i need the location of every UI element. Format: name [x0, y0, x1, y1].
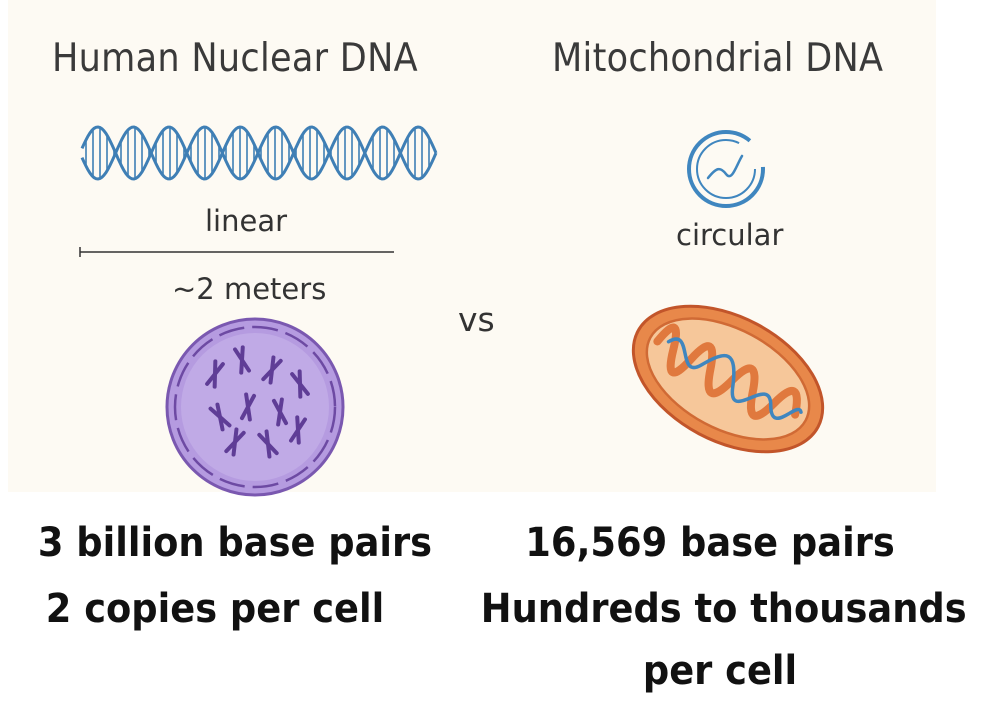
vs-label: vs [458, 300, 495, 339]
nucleus-icon [165, 317, 345, 497]
length-label: ~2 meters [172, 272, 327, 306]
mitochondrion-icon [631, 304, 825, 454]
chromosome [224, 427, 246, 457]
dna-helix-icon [80, 125, 438, 181]
chromosome [271, 397, 289, 427]
nuclear-dna-title: Human Nuclear DNA [52, 36, 418, 81]
chromosome [205, 359, 225, 389]
linear-label: linear [205, 204, 288, 238]
nuclear-copies-per-cell: 2 copies per cell [45, 586, 385, 632]
chromosome [290, 369, 310, 399]
nuclear-base-pairs: 3 billion base pairs [37, 520, 433, 566]
chromosome [261, 355, 283, 385]
circular-label: circular [676, 218, 784, 252]
length-scale-line [79, 247, 394, 257]
chromosome [257, 429, 279, 459]
chromosome [233, 345, 251, 375]
mitochondrial-dna-title: Mitochondrial DNA [552, 36, 884, 81]
mito-copies-per-cell-line2: per cell [642, 648, 798, 694]
mito-base-pairs: 16,569 base pairs [525, 520, 895, 566]
circular-dna-icon [687, 130, 765, 208]
mito-copies-per-cell-line1: Hundreds to thousands [480, 586, 967, 632]
chromosome [239, 392, 257, 422]
chromosome [289, 415, 307, 445]
chromosome [208, 402, 232, 432]
